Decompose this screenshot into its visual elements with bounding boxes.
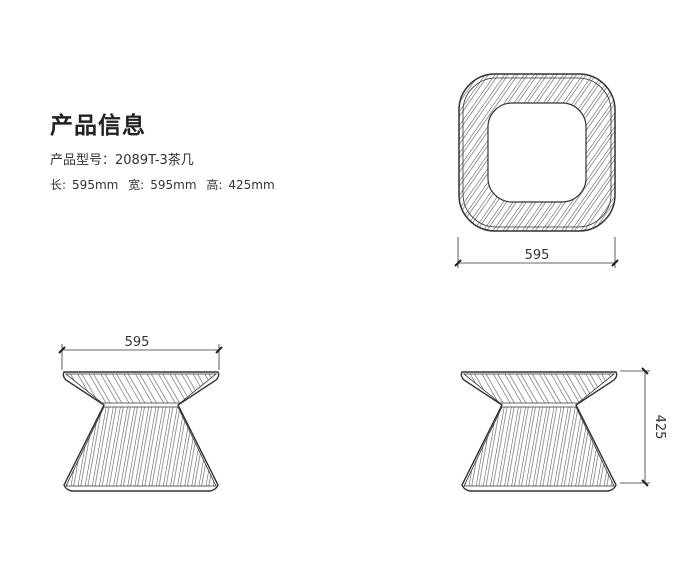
length-label: 长:: [50, 178, 67, 192]
front-view-dimension-text: 595: [125, 335, 150, 350]
model-value: 2089T-3茶几: [115, 153, 194, 168]
width-value: 595mm: [150, 178, 197, 192]
length-value: 595mm: [72, 178, 119, 192]
model-label: 产品型号：: [50, 153, 116, 168]
side-view-drawing: [460, 371, 618, 492]
top-view-dimension-line: [454, 237, 619, 268]
height-label: 高:: [206, 178, 223, 192]
height-value: 425mm: [228, 178, 275, 192]
width-label: 宽:: [128, 178, 145, 192]
product-model: 产品型号：2089T-3茶几: [50, 149, 194, 168]
side-view-dimension-text: 425: [652, 415, 667, 440]
front-view-dimension-line: [58, 344, 223, 370]
product-dimensions: 长: 595mm 宽: 595mm 高: 425mm: [50, 176, 281, 193]
product-info-title: 产品信息: [50, 113, 146, 139]
side-view-dimension-line: [620, 367, 650, 487]
top-view-drawing: [458, 73, 616, 232]
top-view-dimension-text: 595: [525, 248, 550, 263]
front-view-drawing: [62, 371, 220, 492]
